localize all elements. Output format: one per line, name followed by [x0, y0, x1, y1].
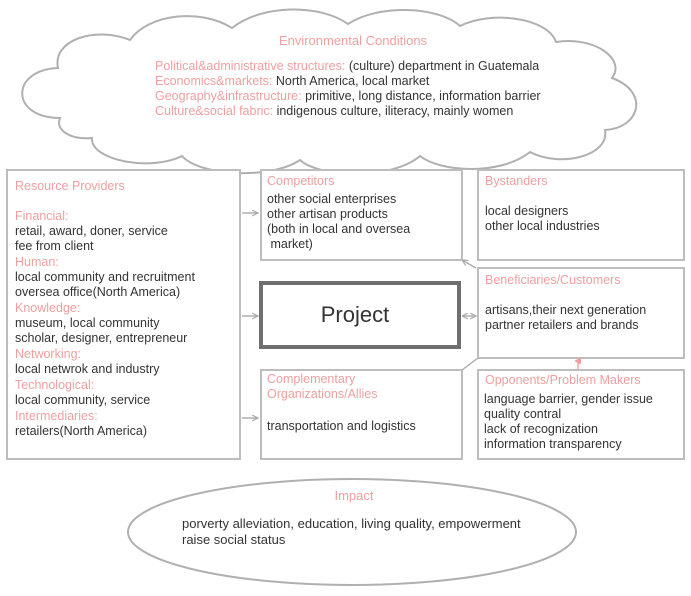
environment-row-geography: Geography&infrastructure: primitive, lon… — [155, 89, 541, 103]
opponents-line-2: quality contral — [484, 407, 561, 421]
rp-knowledge-label: Knowledge: — [15, 301, 80, 315]
rp-intermediaries-label: Intermediaries: — [15, 409, 98, 423]
bystanders-line-2: other local industries — [485, 219, 600, 233]
impact-line-1: porverty alleviation, education, living … — [182, 516, 521, 531]
beneficiaries-line-1: artisans,their next generation — [485, 303, 646, 317]
complementary-box: Complementary Organizations/Allies trans… — [260, 369, 463, 460]
environment-row-political: Political&administrative structures: (cu… — [155, 59, 539, 73]
beneficiaries-title: Beneficiaries/Customers — [485, 273, 620, 287]
impact-ellipse: Impact porverty alleviation, education, … — [127, 478, 577, 586]
opponents-title: Opponents/Problem Makers — [485, 373, 641, 387]
environment-row-economics: Economics&markets: North America, local … — [155, 74, 430, 88]
rp-human-label: Human: — [15, 255, 59, 269]
impact-line-2: raise social status — [182, 532, 286, 547]
project-label: Project — [321, 302, 389, 327]
competitors-title: Competitors — [267, 174, 334, 188]
resource-providers-title: Resource Providers — [15, 179, 125, 193]
rp-technological-label: Technological: — [15, 378, 94, 392]
complementary-title-line-2: Organizations/Allies — [267, 387, 377, 401]
environment-cloud: Environmental Conditions Political&admin… — [21, 8, 638, 175]
opponents-box: Opponents/Problem Makers language barrie… — [477, 369, 685, 460]
complementary-title-line-1: Complementary — [267, 372, 356, 386]
environment-row-culture: Culture&social fabric: indigenous cultur… — [155, 104, 513, 118]
competitors-line-3: (both in local and oversea — [267, 222, 410, 236]
beneficiaries-line-2: partner retailers and brands — [485, 318, 639, 332]
cloud-shape — [21, 8, 638, 175]
rp-networking-label: Networking: — [15, 347, 81, 361]
project-box: Project — [259, 281, 461, 349]
rp-networking-line-1: local netwrok and industry — [15, 362, 160, 376]
beneficiaries-box: Beneficiaries/Customers artisans,their n… — [477, 267, 685, 359]
rp-intermediaries-line-1: retailers(North America) — [15, 424, 147, 438]
resource-providers-box: Resource Providers Financial: retail, aw… — [6, 169, 241, 460]
rp-human-line-2: oversea office(North America) — [15, 285, 180, 299]
rp-financial-label: Financial: — [15, 209, 69, 223]
arrow-complementary-beneficiaries — [461, 357, 479, 371]
complementary-line-1: transportation and logistics — [267, 419, 416, 433]
rp-knowledge-line-2: scholar, designer, entrepreneur — [15, 331, 187, 345]
rp-human-line-1: local community and recruitment — [15, 270, 195, 284]
bystanders-line-1: local designers — [485, 204, 568, 218]
bystanders-title: Bystanders — [485, 174, 548, 188]
bystanders-box: Bystanders local designers other local i… — [477, 169, 685, 261]
rp-financial-line-2: fee from client — [15, 239, 94, 253]
rp-knowledge-line-1: museum, local community — [15, 316, 160, 330]
competitors-line-1: other social enterprises — [267, 192, 396, 206]
impact-title: Impact — [334, 488, 373, 503]
rp-technological-line-1: local community, service — [15, 393, 150, 407]
opponents-line-3: lack of recognization — [484, 422, 598, 436]
opponents-line-4: information transparency — [484, 437, 622, 451]
competitors-line-2: other artisan products — [267, 207, 388, 221]
arrow-bystanders-beneficiaries — [462, 260, 477, 269]
opponents-line-1: language barrier, gender issue — [484, 392, 653, 406]
rp-financial-line-1: retail, award, doner, service — [15, 224, 168, 238]
competitors-line-4: market) — [267, 237, 313, 251]
competitors-box: Competitors other social enterprises oth… — [260, 169, 463, 261]
connector-arrows — [242, 213, 578, 418]
environment-title: Environmental Conditions — [279, 33, 428, 48]
